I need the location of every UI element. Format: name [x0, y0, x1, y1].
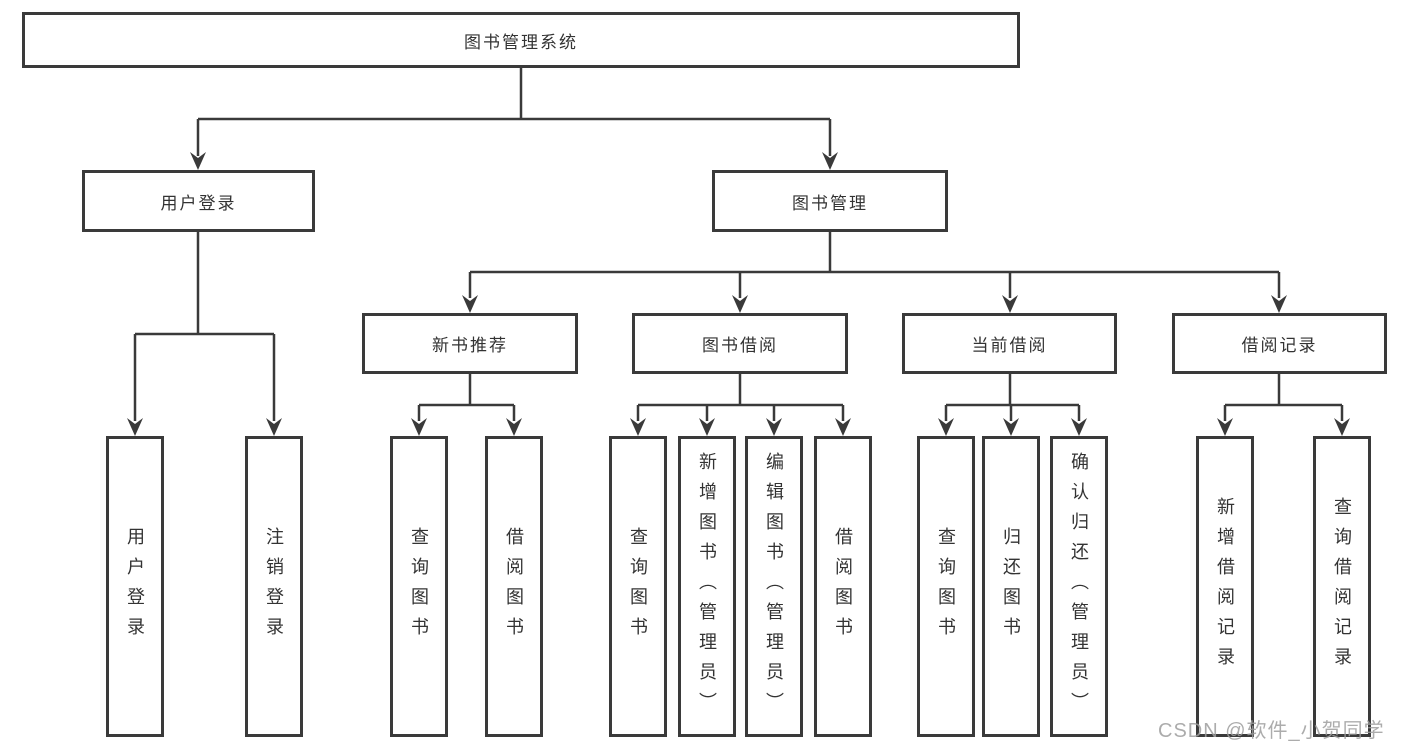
leaf-newbook-query-books-label: 查询图书 — [409, 526, 429, 647]
current-borrow-branch-lines — [944, 374, 1081, 421]
leaf-return-books: 归还图书 — [982, 436, 1040, 737]
borrow-record-branch-lines — [1223, 374, 1344, 421]
leaf-add-borrow-record: 新增借阅记录 — [1196, 436, 1254, 737]
leaf-logout: 注销登录 — [245, 436, 303, 737]
leaf-newbook-query-books: 查询图书 — [390, 436, 448, 737]
leaf-edit-book-admin-label: 编辑图书（管理员） — [764, 451, 784, 722]
node-book-borrowing-label: 图书借阅 — [702, 336, 778, 355]
node-book-management-system-label: 图书管理系统 — [464, 32, 578, 52]
book-management-branch-lines — [468, 232, 1281, 298]
node-book-management-system: 图书管理系统 — [22, 12, 1020, 68]
leaf-borrowing-query-books-label: 查询图书 — [628, 526, 648, 647]
node-new-book-recommend: 新书推荐 — [362, 313, 578, 374]
node-user-login-group-label: 用户登录 — [160, 193, 237, 213]
csdn-watermark: CSDN @软件_小贺同学 — [1158, 720, 1385, 742]
leaf-current-query-books: 查询图书 — [917, 436, 975, 737]
node-book-borrowing: 图书借阅 — [632, 313, 848, 374]
user-login-branch-lines — [133, 232, 276, 421]
node-borrowing-records-label: 借阅记录 — [1241, 336, 1318, 355]
leaf-logout-label: 注销登录 — [264, 526, 284, 647]
leaf-newbook-borrow-books: 借阅图书 — [485, 436, 543, 737]
leaf-add-book-admin: 新增图书（管理员） — [678, 436, 736, 737]
leaf-query-borrow-record-label: 查询借阅记录 — [1332, 496, 1352, 677]
root-branch-lines — [196, 68, 832, 156]
new-book-branch-lines — [417, 374, 516, 421]
leaf-add-borrow-record-label: 新增借阅记录 — [1215, 496, 1235, 677]
leaf-add-book-admin-label: 新增图书（管理员） — [697, 451, 717, 722]
leaf-return-books-label: 归还图书 — [1001, 526, 1021, 647]
node-new-book-recommend-label: 新书推荐 — [432, 336, 508, 355]
node-book-management-group: 图书管理 — [712, 170, 948, 232]
leaf-borrowing-query-books: 查询图书 — [609, 436, 667, 737]
node-borrowing-records: 借阅记录 — [1172, 313, 1387, 374]
leaf-current-query-books-label: 查询图书 — [936, 526, 956, 647]
leaf-query-borrow-record: 查询借阅记录 — [1313, 436, 1371, 737]
leaf-confirm-return-admin-label: 确认归还（管理员） — [1069, 451, 1089, 722]
leaf-user-login: 用户登录 — [106, 436, 164, 737]
leaf-borrowing-borrow-books-label: 借阅图书 — [833, 526, 853, 647]
node-current-borrowing-label: 当前借阅 — [971, 336, 1048, 355]
node-current-borrowing: 当前借阅 — [902, 313, 1117, 374]
leaf-edit-book-admin: 编辑图书（管理员） — [745, 436, 803, 737]
book-borrow-branch-lines — [636, 374, 845, 421]
leaf-user-login-label: 用户登录 — [125, 526, 145, 647]
node-book-management-group-label: 图书管理 — [792, 193, 868, 213]
leaf-confirm-return-admin: 确认归还（管理员） — [1050, 436, 1108, 737]
leaf-borrowing-borrow-books: 借阅图书 — [814, 436, 872, 737]
node-user-login-group: 用户登录 — [82, 170, 315, 232]
leaf-newbook-borrow-books-label: 借阅图书 — [504, 526, 524, 647]
